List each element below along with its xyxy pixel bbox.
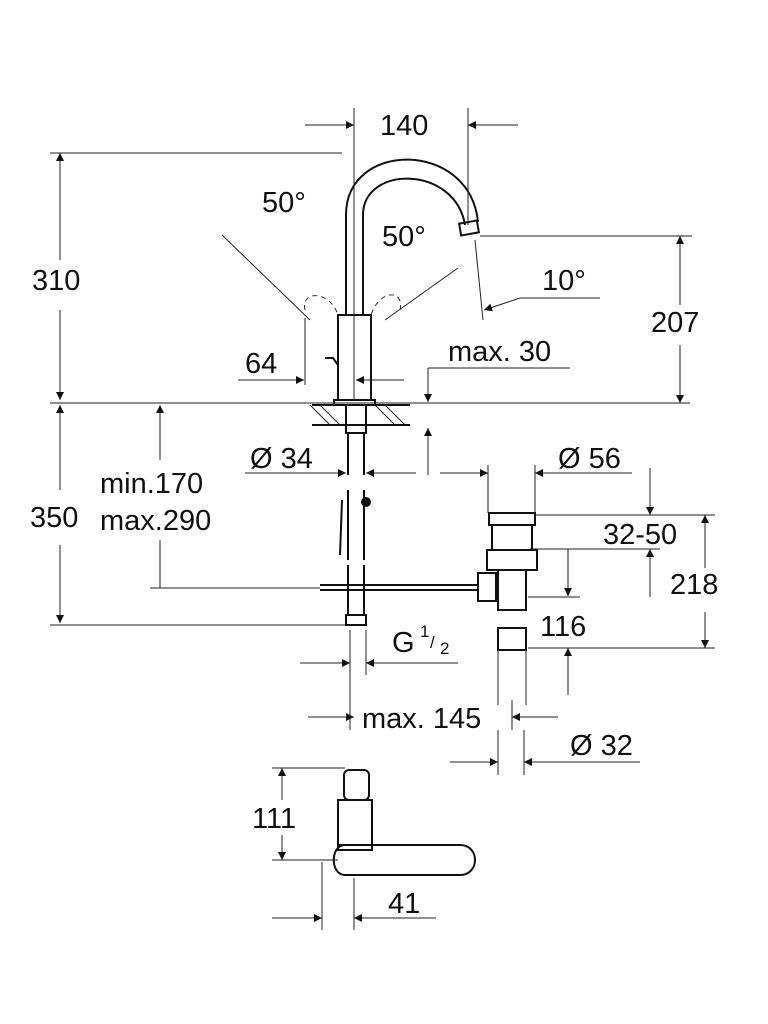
dim-angle-upper: 50° [262, 187, 306, 219]
dim-max-30: max. 30 [448, 336, 551, 368]
dim-angle-spout: 10° [542, 265, 586, 297]
dim-207: 207 [651, 307, 699, 339]
dim-thread: G 1 / 2 [392, 622, 449, 659]
dim-140: 140 [380, 110, 428, 142]
dim-116: 116 [540, 611, 586, 643]
thread-g: G [392, 627, 415, 659]
dim-dia-34: Ø 34 [250, 443, 313, 475]
thread-numerator: 1 [420, 622, 429, 641]
dim-32-50: 32-50 [603, 519, 677, 551]
waste-assembly [320, 512, 538, 705]
faucet-side-view [304, 158, 481, 626]
handle-top-view [332, 769, 476, 876]
dim-310: 310 [32, 265, 80, 297]
dim-218: 218 [670, 569, 718, 601]
dim-dia-56: Ø 56 [558, 443, 621, 475]
dim-64: 64 [245, 348, 277, 380]
dim-dia-32: Ø 32 [570, 730, 633, 762]
dim-angle-lower: 50° [382, 221, 426, 253]
thread-denominator: 2 [440, 639, 449, 658]
dim-350: 350 [30, 502, 78, 534]
dim-111: 111 [252, 803, 296, 835]
thread-slash: / [430, 633, 435, 652]
dim-max-145: max. 145 [362, 703, 481, 735]
dim-41: 41 [388, 888, 420, 920]
dim-min-170: min.170 [100, 468, 203, 500]
dimension-lines [50, 108, 715, 930]
dim-max-290: max.290 [100, 505, 211, 537]
